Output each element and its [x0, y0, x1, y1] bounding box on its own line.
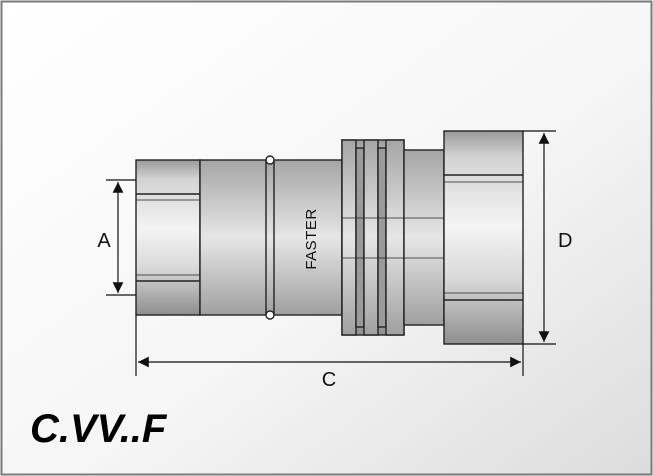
dimension-label-d: D — [558, 230, 572, 252]
coupling-shank — [199, 159, 343, 316]
model-code: C.VV..F — [30, 407, 168, 451]
dimension-c — [135, 315, 524, 376]
dimension-a — [106, 179, 136, 296]
dimension-label-c: C — [322, 369, 336, 391]
coupling-body — [135, 130, 524, 345]
left-hex-end — [135, 159, 201, 316]
collar — [403, 149, 445, 326]
dimension-label-a: A — [97, 230, 111, 252]
brand-engraving: FASTER — [303, 208, 320, 269]
right-hex-end — [443, 130, 524, 345]
dimension-d — [523, 130, 556, 345]
